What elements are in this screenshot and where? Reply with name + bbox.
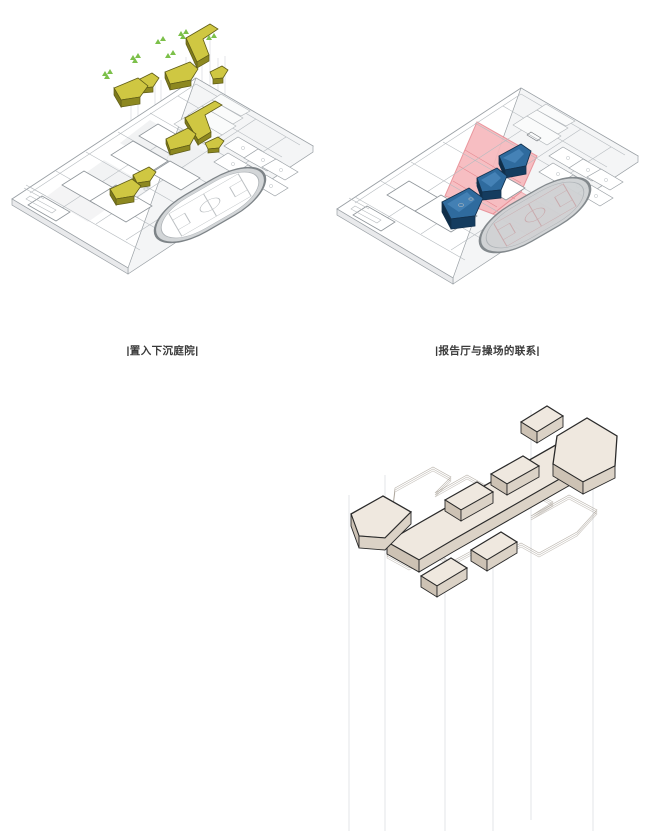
floating-courtyard-volumes — [113, 23, 229, 109]
diagram-2-stage — [325, 0, 650, 330]
diagram-1-stage — [0, 0, 325, 330]
diagram-1-svg — [11, 23, 314, 275]
panel-auditorium-field-link: |报告厅与操场的联系| — [325, 0, 650, 390]
panel-sunken-courtyards: |置入下沉庭院| — [0, 0, 325, 390]
diagram-3-stage — [0, 390, 325, 831]
diagram-3-svg — [0, 390, 325, 831]
panel-floating-main-volume: |漂浮的建筑主体| — [325, 390, 650, 831]
auditorium-volumes — [441, 143, 532, 230]
diagram-2-svg — [336, 87, 639, 285]
ground-details — [23, 184, 149, 214]
diagram-4-stage — [325, 390, 650, 831]
panel-2-caption: |报告厅与操场的联系| — [435, 345, 540, 357]
plaza-paving — [512, 103, 576, 146]
floating-main-volume — [350, 405, 618, 598]
running-track — [478, 176, 592, 254]
vegetation-symbols — [102, 29, 217, 79]
panel-ground-floor-pilotis: |底层架空| — [0, 390, 325, 831]
running-track — [153, 166, 267, 244]
ground-details — [348, 131, 542, 224]
panel-1-caption: |置入下沉庭院| — [126, 345, 199, 357]
diagram-4-svg — [348, 405, 618, 831]
landed-courtyards — [109, 100, 225, 207]
